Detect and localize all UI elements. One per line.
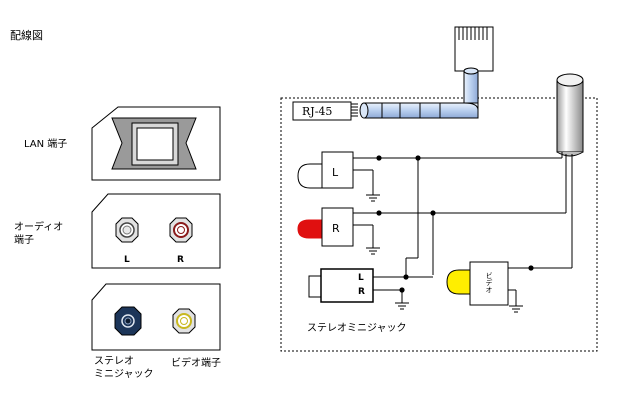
video-plug: ビデオ [446, 261, 509, 306]
lan-cable [359, 67, 479, 119]
enclosure-outline [280, 97, 598, 352]
l-audio-plug: L [297, 151, 354, 189]
stereo-mini-plug: L R [308, 268, 374, 303]
audio-l-label: L [124, 255, 130, 265]
stereo-mini-label-2: ミニジャック [94, 369, 154, 380]
stereo-mini-label-1: ステレオ [94, 356, 134, 367]
video-jack [172, 308, 196, 334]
audio-jack-l [115, 217, 139, 243]
l-plug-label: L [332, 166, 339, 179]
video-plug-label: ビデオ [485, 272, 493, 293]
stereo-mini-jack-caption: ステレオミニジャック [307, 323, 407, 334]
r-audio-plug: R [297, 207, 354, 247]
cable-cylinder [556, 73, 584, 157]
audio-r-label: R [177, 255, 184, 265]
video-terminal-label: ビデオ端子 [171, 358, 221, 369]
av-terminal-plate [91, 283, 221, 351]
rj45-label-box: RJ-45 [292, 101, 358, 121]
r-plug-label: R [332, 222, 340, 235]
audio-terminal-label-1: オーディオ [14, 222, 64, 233]
junction-dots [376, 155, 534, 293]
audio-terminal-plate: L R [91, 193, 221, 269]
wires [353, 152, 573, 306]
stereo-mini-jack [114, 306, 142, 336]
lan-terminal-plate [91, 106, 221, 181]
audio-jack-r [169, 217, 193, 243]
lan-terminal-label: LAN 端子 [24, 139, 68, 150]
audio-terminal-label-2: 端子 [14, 235, 34, 246]
ground-symbols [366, 194, 523, 313]
rj45-label: RJ-45 [302, 105, 332, 118]
mini-r-label: R [358, 287, 365, 297]
rj45-connector [454, 26, 494, 72]
page-title: 配線図 [10, 29, 43, 42]
mini-l-label: L [358, 273, 364, 283]
